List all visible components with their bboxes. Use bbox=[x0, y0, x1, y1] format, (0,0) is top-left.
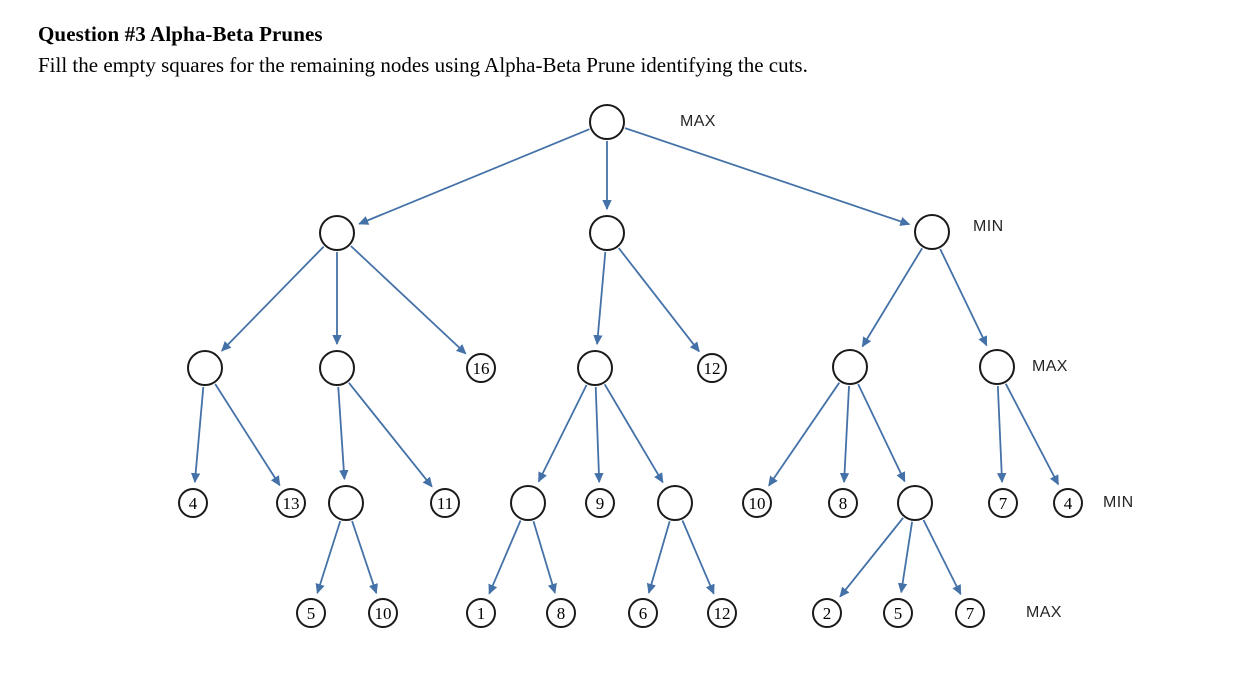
tree-edges-layer bbox=[190, 127, 1060, 598]
tree-node-empty[interactable] bbox=[589, 215, 625, 251]
tree-edge bbox=[922, 519, 962, 596]
tree-edge bbox=[221, 245, 325, 352]
tree-edge-group bbox=[190, 127, 1060, 598]
tree-edge bbox=[939, 248, 988, 347]
tree-node-leaf: 5 bbox=[296, 598, 326, 628]
tree-node-leaf: 9 bbox=[585, 488, 615, 518]
tree-node-leaf: 2 bbox=[812, 598, 842, 628]
tree-edge bbox=[537, 384, 588, 483]
tree-edge bbox=[532, 520, 557, 594]
tree-node-leaf: 4 bbox=[178, 488, 208, 518]
tree-node-leaf: 8 bbox=[828, 488, 858, 518]
tree-edge bbox=[646, 520, 671, 594]
level-label-min: MIN bbox=[973, 218, 1004, 235]
question-title: Question #3 Alpha-Beta Prunes bbox=[38, 22, 323, 46]
question-instruction: Fill the empty squares for the remaining… bbox=[38, 53, 808, 77]
tree-node-leaf: 11 bbox=[430, 488, 460, 518]
tree-edge bbox=[897, 521, 913, 594]
level-label-max: MAX bbox=[1026, 604, 1062, 621]
tree-node-leaf: 10 bbox=[742, 488, 772, 518]
tree-edge bbox=[768, 382, 841, 487]
tree-node-empty[interactable] bbox=[328, 485, 364, 521]
tree-node-leaf: 1 bbox=[466, 598, 496, 628]
tree-node-empty[interactable] bbox=[657, 485, 693, 521]
game-tree-figure: 16 12 4 13 11 9 10 8 7 4 5 10 1 8 6 12 2 5 7 MAX MIN MAX MIN M… bbox=[0, 95, 1237, 693]
tree-node-empty[interactable] bbox=[577, 350, 613, 386]
tree-node-empty[interactable] bbox=[832, 349, 868, 385]
level-label-min: MIN bbox=[1103, 494, 1134, 511]
tree-edge bbox=[190, 386, 205, 484]
tree-node-empty[interactable] bbox=[187, 350, 223, 386]
tree-edge bbox=[624, 127, 911, 226]
tree-edge bbox=[839, 517, 904, 598]
tree-node-empty[interactable] bbox=[897, 485, 933, 521]
tree-node-empty[interactable] bbox=[979, 349, 1015, 385]
tree-node-empty[interactable] bbox=[319, 350, 355, 386]
tree-edge bbox=[315, 520, 342, 595]
tree-edge bbox=[681, 520, 715, 595]
tree-edge bbox=[594, 386, 604, 484]
level-label-max: MAX bbox=[1032, 358, 1068, 375]
tree-edge bbox=[617, 247, 700, 353]
tree-edge bbox=[488, 520, 522, 595]
tree-node-leaf: 7 bbox=[955, 598, 985, 628]
tree-node-empty[interactable] bbox=[914, 214, 950, 250]
tree-node-leaf: 13 bbox=[276, 488, 306, 518]
tree-edge bbox=[603, 383, 664, 484]
tree-edge bbox=[337, 386, 349, 481]
tree-edge bbox=[996, 385, 1007, 484]
tree-edge bbox=[857, 383, 906, 483]
tree-edge bbox=[351, 520, 378, 595]
tree-edge bbox=[348, 382, 433, 488]
tree-node-leaf: 4 bbox=[1053, 488, 1083, 518]
tree-edge bbox=[358, 128, 590, 225]
tree-node-leaf: 10 bbox=[368, 598, 398, 628]
tree-node-leaf: 7 bbox=[988, 488, 1018, 518]
tree-node-leaf: 16 bbox=[466, 353, 496, 383]
tree-edge bbox=[593, 251, 607, 346]
tree-node-leaf: 6 bbox=[628, 598, 658, 628]
tree-node-leaf: 5 bbox=[883, 598, 913, 628]
level-label-max: MAX bbox=[680, 113, 716, 130]
tree-edge bbox=[350, 245, 467, 355]
tree-node-empty[interactable] bbox=[510, 485, 546, 521]
tree-node-empty[interactable] bbox=[589, 104, 625, 140]
tree-edge bbox=[861, 247, 923, 348]
tree-edge bbox=[1004, 383, 1060, 486]
tree-node-empty[interactable] bbox=[319, 215, 355, 251]
tree-edge bbox=[214, 383, 281, 487]
tree-node-leaf: 8 bbox=[546, 598, 576, 628]
tree-node-leaf: 12 bbox=[707, 598, 737, 628]
tree-node-leaf: 12 bbox=[697, 353, 727, 383]
tree-edge bbox=[839, 385, 850, 484]
